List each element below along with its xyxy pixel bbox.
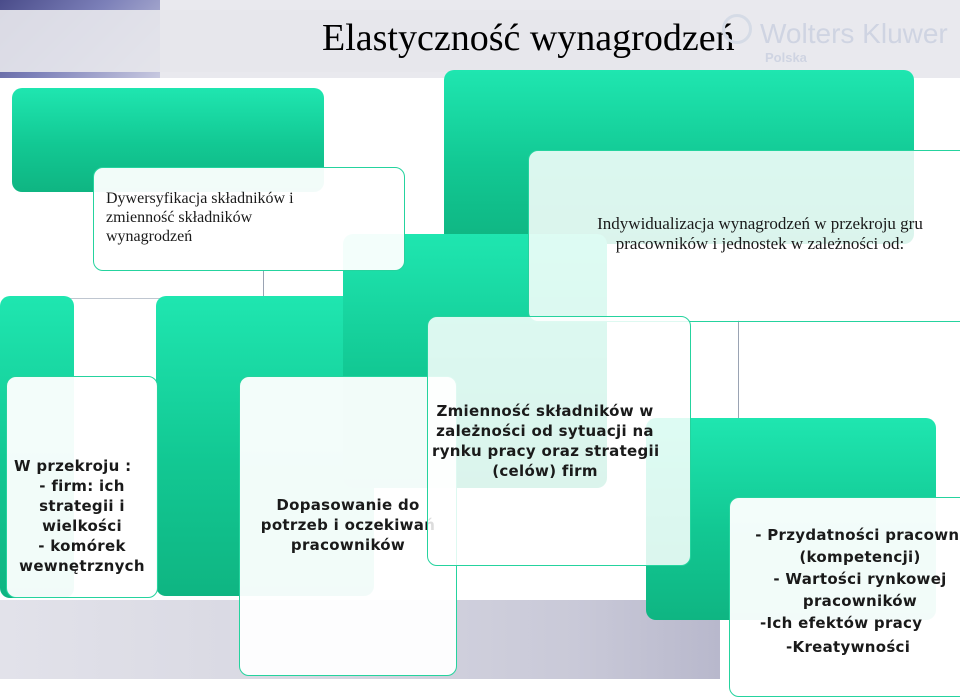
title-band [0,10,700,72]
diversification-box [93,167,405,271]
logo-mark-icon [722,14,752,44]
connector-line [263,270,264,298]
connector-line [738,320,739,420]
criteria-box [729,497,960,697]
variability-box [427,316,691,566]
variability-text: Zmienność składników w zależności od syt… [432,402,658,480]
individualization-box [528,150,960,322]
cross-section-box [6,376,158,598]
page-title: Elastyczność wynagrodzeń [322,17,735,59]
adjustment-box [239,376,457,676]
cross-section-text: W przekroju : - firm: ich strategii i wi… [14,457,145,575]
adjustment-text: Dopasowanie do potrzeb i oczekiwań praco… [260,496,436,554]
diversification-text: Dywersyfikacja składników i zmienność sk… [106,190,294,245]
individualization-text: Indywidualizacja wynagrodzeń w przekroju… [597,214,923,253]
logo-subtitle: Polska [765,50,807,65]
logo-brand: Wolters Kluwer [760,18,948,49]
criteria-text: - Przydatności pracowni (kompetencji) - … [755,526,960,656]
